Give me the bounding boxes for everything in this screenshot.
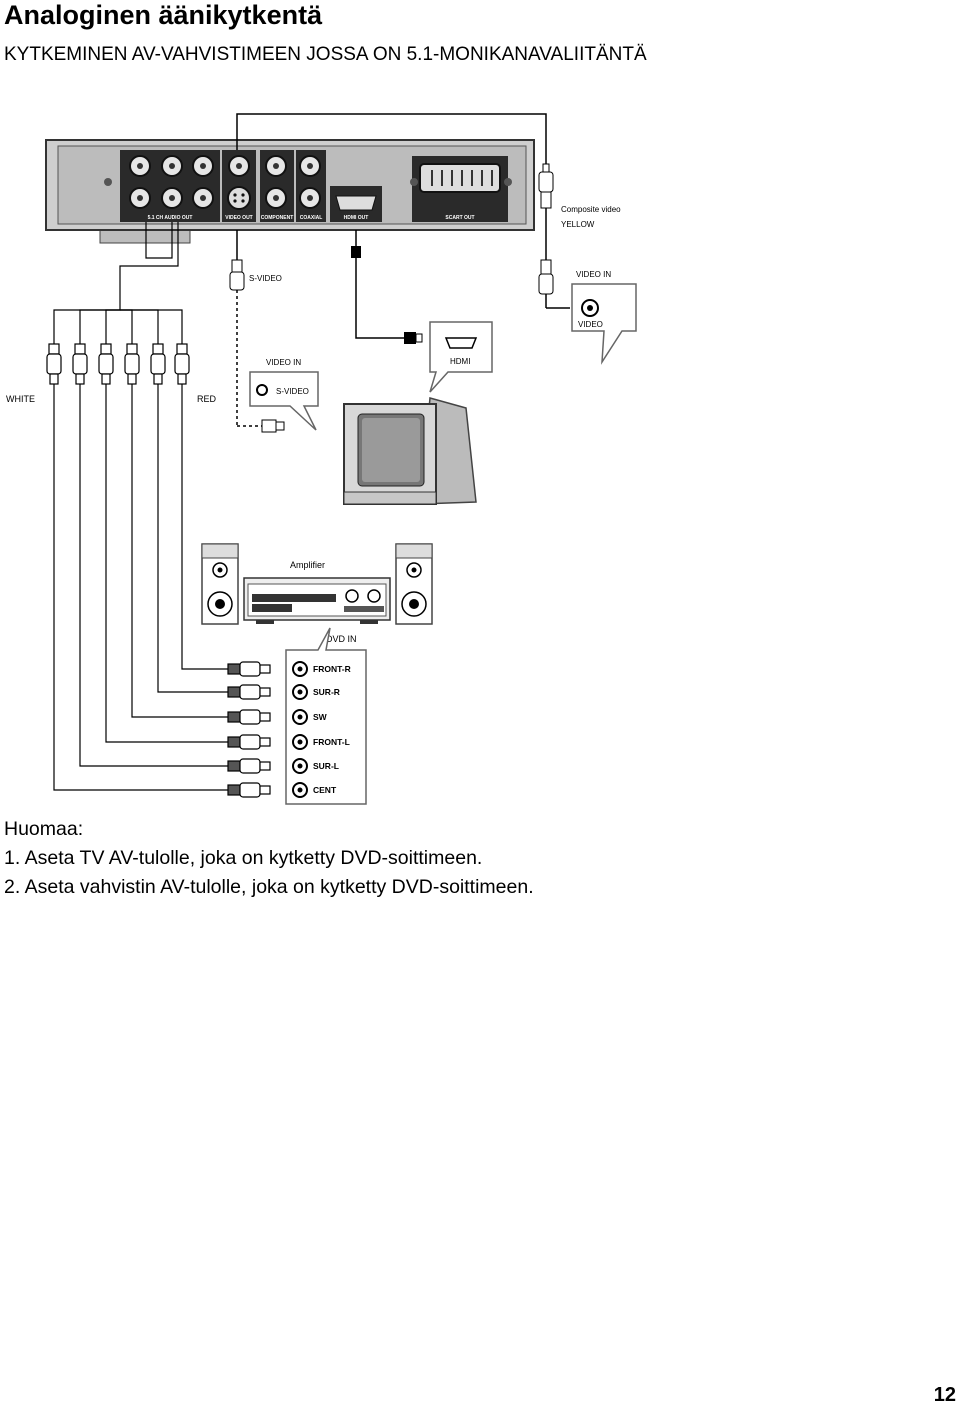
- amplifier-dvd-in-panel: FRONT-R SUR-R SW FRONT-L SUR-L CENT: [285, 627, 367, 805]
- label-scart-out: SCART OUT: [445, 215, 474, 221]
- label-5-1-audio-out: 5.1 CH AUDIO OUT: [148, 215, 193, 221]
- label-composite-video: Composite video: [561, 205, 621, 214]
- label-cent: CENT: [313, 785, 337, 795]
- svideo-cable: [236, 290, 262, 427]
- svideo-plug: [229, 259, 245, 291]
- label-hdmi: HDMI: [450, 357, 470, 366]
- label-yellow: YELLOW: [561, 220, 595, 229]
- svideo-plug-tv: [261, 419, 285, 433]
- label-component: COMPONENT: [261, 215, 294, 221]
- label-video-out: VIDEO OUT: [225, 215, 253, 221]
- label-amplifier: Amplifier: [290, 560, 325, 570]
- connection-diagram: 5.1 CH AUDIO OUT VIDEO OUT COMPONENT COA…: [6, 113, 637, 805]
- label-sur-r: SUR-R: [313, 687, 340, 697]
- audio-cables-down: [53, 384, 228, 791]
- label-front-r: FRONT-R: [313, 664, 351, 674]
- rca-plugs-player-side: [46, 343, 190, 385]
- composite-video-cable: [236, 113, 570, 309]
- note-heading: Huomaa:: [4, 818, 84, 840]
- label-tv-svideo-in: VIDEO IN: [266, 358, 301, 367]
- television: [343, 397, 477, 505]
- tv-svideo-in-callout: VIDEO IN S-VIDEO: [249, 358, 319, 431]
- label-svideo-cable: S-VIDEO: [249, 274, 282, 283]
- page-number: 12: [933, 1384, 956, 1406]
- label-tv-video: VIDEO: [578, 320, 603, 329]
- label-coaxial: COAXIAL: [300, 215, 323, 221]
- label-front-l: FRONT-L: [313, 737, 350, 747]
- label-sur-l: SUR-L: [313, 761, 339, 771]
- label-tv-video-in: VIDEO IN: [576, 270, 611, 279]
- label-white: WHITE: [6, 394, 35, 404]
- composite-plug-bottom: [538, 259, 554, 295]
- dvd-player-rear-panel: 5.1 CH AUDIO OUT VIDEO OUT COMPONENT COA…: [45, 139, 535, 244]
- amplifier: [243, 577, 391, 624]
- rca-plugs-amplifier-side: [227, 661, 271, 798]
- note-item-2: 2. Aseta vahvistin AV-tulolle, joka on k…: [4, 876, 534, 898]
- hdmi-cable: [351, 230, 423, 344]
- label-hdmi-out: HDMI OUT: [344, 215, 369, 221]
- page-title: Analoginen äänikytkentä: [4, 0, 323, 30]
- audio-cable-bundle: [53, 222, 183, 344]
- tv-hdmi-callout: HDMI: [429, 321, 493, 393]
- page-subtitle: KYTKEMINEN AV-VAHVISTIMEEN JOSSA ON 5.1-…: [4, 44, 647, 65]
- speaker-right: [395, 543, 433, 625]
- label-red: RED: [197, 394, 217, 404]
- label-dvd-in: DVD IN: [326, 634, 357, 644]
- speaker-left: [201, 543, 239, 625]
- label-sw: SW: [313, 712, 328, 722]
- note-item-1: 1. Aseta TV AV-tulolle, joka on kytketty…: [4, 847, 483, 869]
- composite-plug-top: [538, 163, 554, 209]
- label-tv-svideo: S-VIDEO: [276, 387, 309, 396]
- tv-video-in-callout: VIDEO IN VIDEO: [571, 270, 637, 365]
